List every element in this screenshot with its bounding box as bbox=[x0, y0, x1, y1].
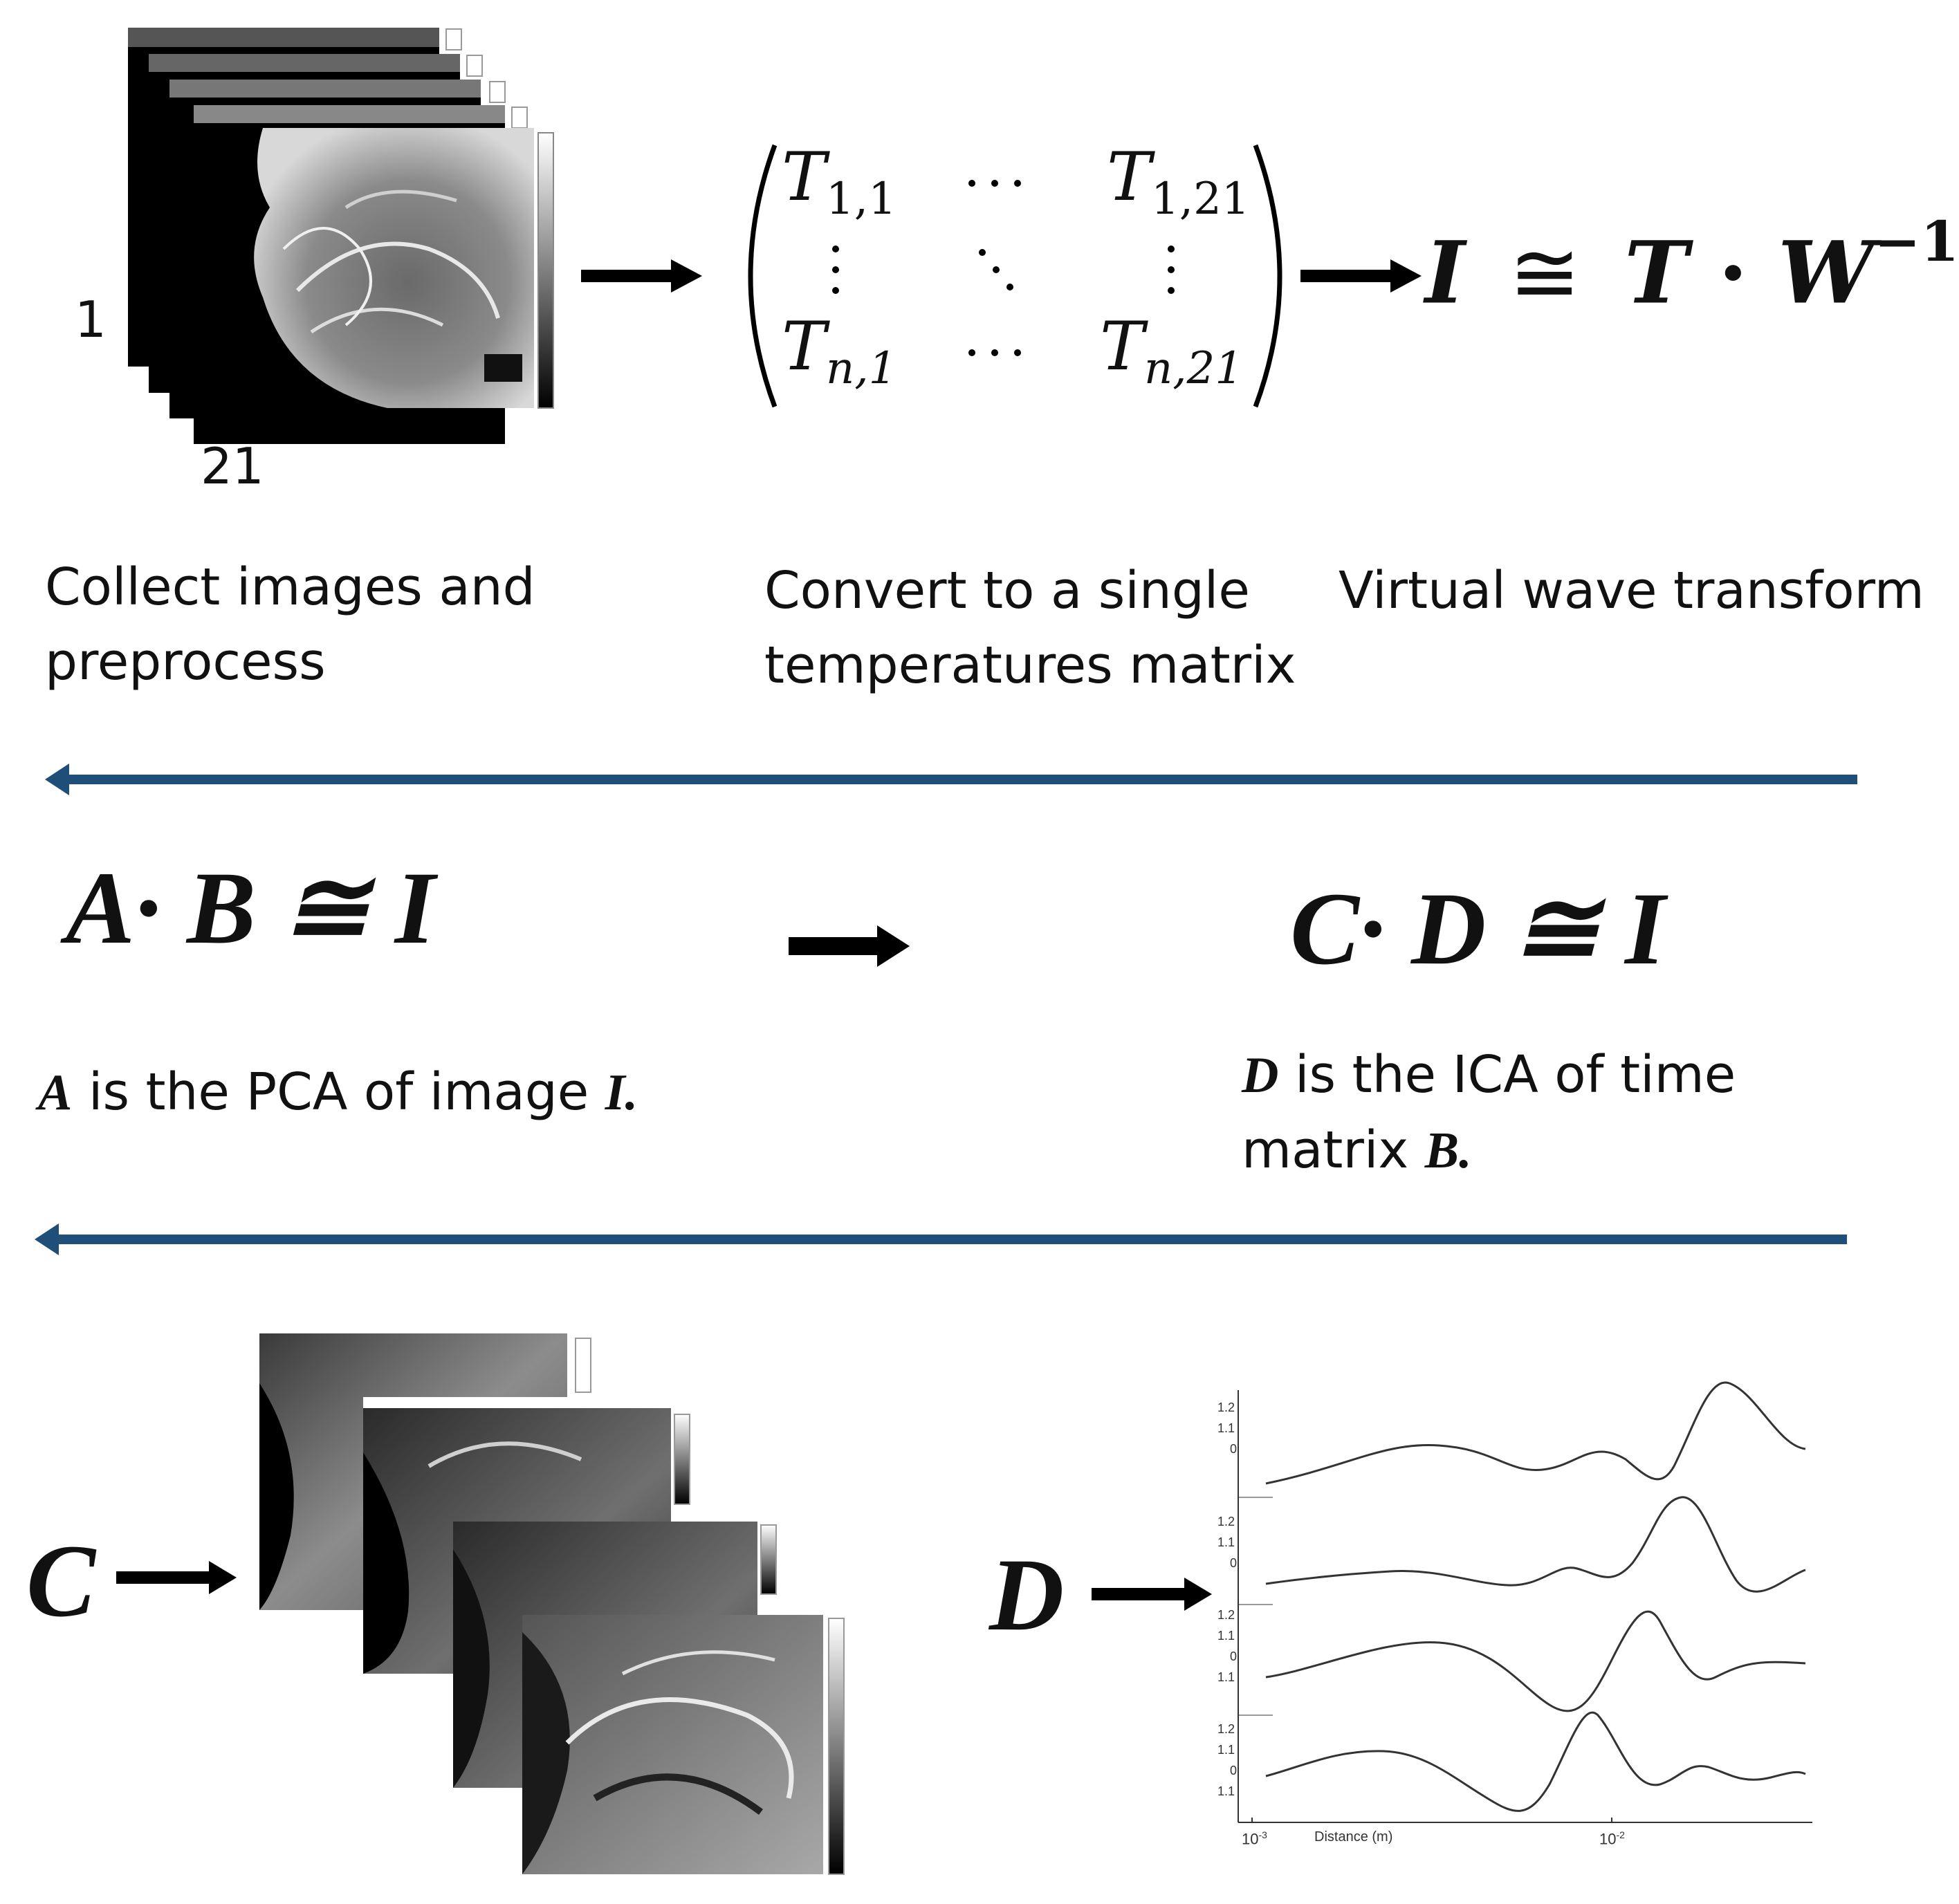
arrow-d bbox=[1092, 1578, 1212, 1611]
matrix-entry-bottom-left: Tn,1 bbox=[782, 308, 897, 395]
blue-arrow-upper bbox=[45, 764, 1857, 795]
caption-convert: Convert to a single temperatures matrix bbox=[764, 561, 1296, 695]
ica-equation: C· D ≅ I bbox=[1290, 871, 1666, 986]
thermal-image-stack bbox=[128, 28, 554, 444]
label-c: C bbox=[26, 1524, 96, 1638]
caption-vwt: Virtual wave transform bbox=[1339, 561, 1924, 620]
matrix-entry-top-right: T1,21 bbox=[1107, 138, 1250, 225]
plot-x-tick-2: 10-2 bbox=[1599, 1829, 1625, 1848]
pca-equation: A· B ≅ I bbox=[66, 851, 436, 965]
plot-x-tick-1: 10-3 bbox=[1242, 1829, 1267, 1848]
label-d: D bbox=[989, 1537, 1065, 1652]
arrow-matrix-to-equation bbox=[1300, 259, 1422, 293]
stack-first-label: 1 bbox=[75, 290, 107, 349]
matrix-entry-bottom-right: Tn,21 bbox=[1100, 308, 1244, 395]
matrix-right-paren bbox=[1253, 144, 1282, 408]
virtual-wave-equation: I ≅ T · W−1 bbox=[1425, 209, 1959, 324]
arrow-stack-to-matrix bbox=[581, 259, 702, 293]
arrow-pca-to-ica bbox=[789, 925, 910, 967]
caption-pca: A is the PCA of image I. bbox=[38, 1062, 638, 1122]
signal-3 bbox=[1265, 1610, 1806, 1712]
arrow-c bbox=[116, 1561, 237, 1594]
caption-ica: D is the ICA of time matrix B. bbox=[1242, 1045, 1736, 1180]
stack-last-label: 21 bbox=[201, 437, 264, 495]
signal-1 bbox=[1265, 1381, 1806, 1485]
matrix-ellipses bbox=[832, 180, 1175, 356]
matrix-left-paren bbox=[748, 144, 778, 408]
ica-signals-plot bbox=[1238, 1381, 1812, 1823]
blue-arrow-lower bbox=[35, 1223, 1847, 1255]
caption-collect: Collect images and preprocess bbox=[45, 557, 535, 692]
plot-x-label: Distance (m) bbox=[1314, 1829, 1393, 1845]
component-maps-stack bbox=[259, 1333, 845, 1875]
matrix-entry-top-left: T1,1 bbox=[782, 138, 896, 225]
signal-2 bbox=[1265, 1496, 1806, 1593]
signal-4 bbox=[1265, 1711, 1806, 1812]
